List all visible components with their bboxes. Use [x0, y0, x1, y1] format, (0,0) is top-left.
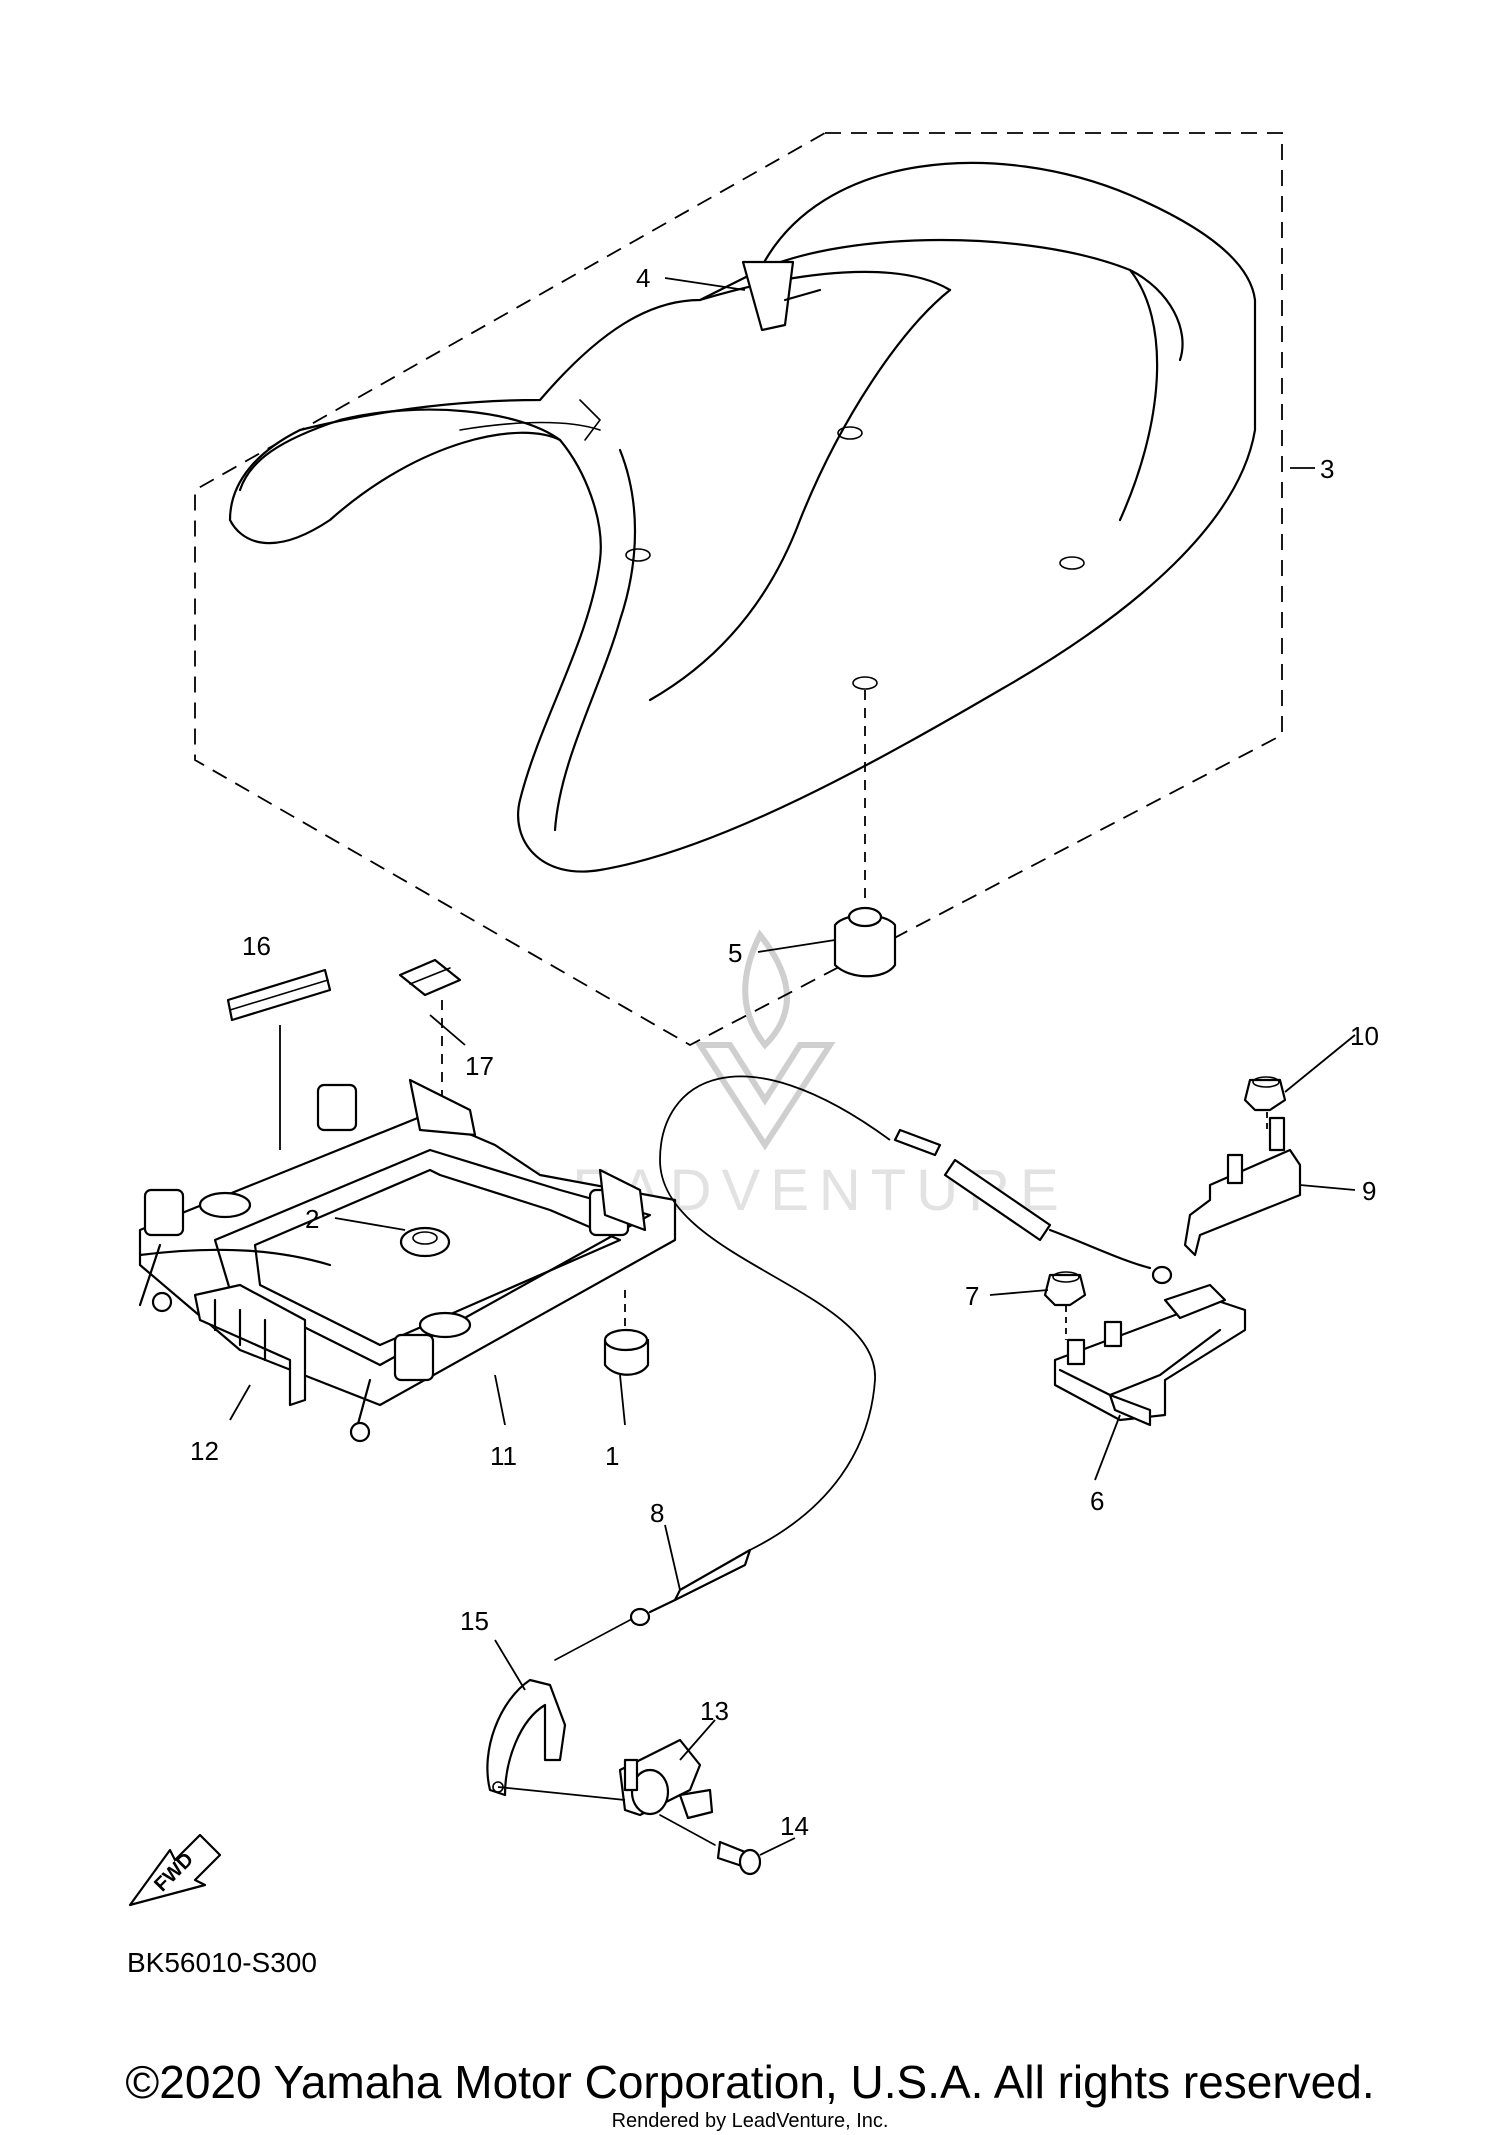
callout-16: 16: [242, 931, 271, 961]
callout-8: 8: [650, 1498, 664, 1528]
part-2-grommet: [399, 1226, 451, 1258]
copyright-notice: ©2020 Yamaha Motor Corporation, U.S.A. A…: [125, 2056, 1375, 2108]
part-1-damper: [603, 1290, 650, 1376]
callout-6: 6: [1090, 1486, 1104, 1516]
callout-labels: 1 2 3 4 5 6 7 8 9 10 11 12 13 14 15 16 1…: [190, 263, 1379, 1841]
part-10-nut: [1243, 1076, 1287, 1130]
callout-9: 9: [1362, 1176, 1376, 1206]
part-6-lock-mechanism: [1053, 1283, 1247, 1427]
leader-lines: [229, 277, 1356, 1856]
callout-1: 1: [605, 1441, 619, 1471]
callout-11: 11: [490, 1441, 517, 1471]
callout-7: 7: [965, 1281, 979, 1311]
seat-assembly-boundary: [194, 132, 1283, 1047]
callout-4: 4: [636, 263, 650, 293]
part-11-seat-base: [138, 1078, 677, 1443]
callout-17: 17: [465, 1051, 494, 1081]
callout-10: 10: [1350, 1021, 1379, 1051]
callout-3: 3: [1320, 454, 1334, 484]
callout-15: 15: [460, 1606, 489, 1636]
part-14-screw: [659, 1814, 762, 1876]
callout-2: 2: [305, 1204, 319, 1234]
part-8-cable: [554, 1075, 1173, 1661]
callout-5: 5: [728, 938, 742, 968]
part-4-strap: [741, 260, 822, 332]
part-5-damper: [833, 690, 897, 978]
diagram-code: BK56010-S300: [127, 1947, 317, 1978]
seat: [228, 161, 1257, 873]
callout-14: 14: [780, 1811, 809, 1841]
fwd-arrow-icon: FWD: [128, 1833, 222, 1907]
part-16-sticker: [226, 968, 332, 1150]
part-13-key-cylinder: [497, 1738, 714, 1820]
callout-12: 12: [190, 1436, 219, 1466]
part-12-latch: [193, 1283, 307, 1407]
part-7-nut: [1043, 1271, 1087, 1340]
part-15-hook: [486, 1678, 567, 1797]
rendered-by-credit: Rendered by LeadVenture, Inc.: [611, 2110, 889, 2132]
part-9-bracket: [1183, 1116, 1302, 1257]
part-17-sticker: [398, 958, 462, 1210]
callout-13: 13: [700, 1696, 729, 1726]
